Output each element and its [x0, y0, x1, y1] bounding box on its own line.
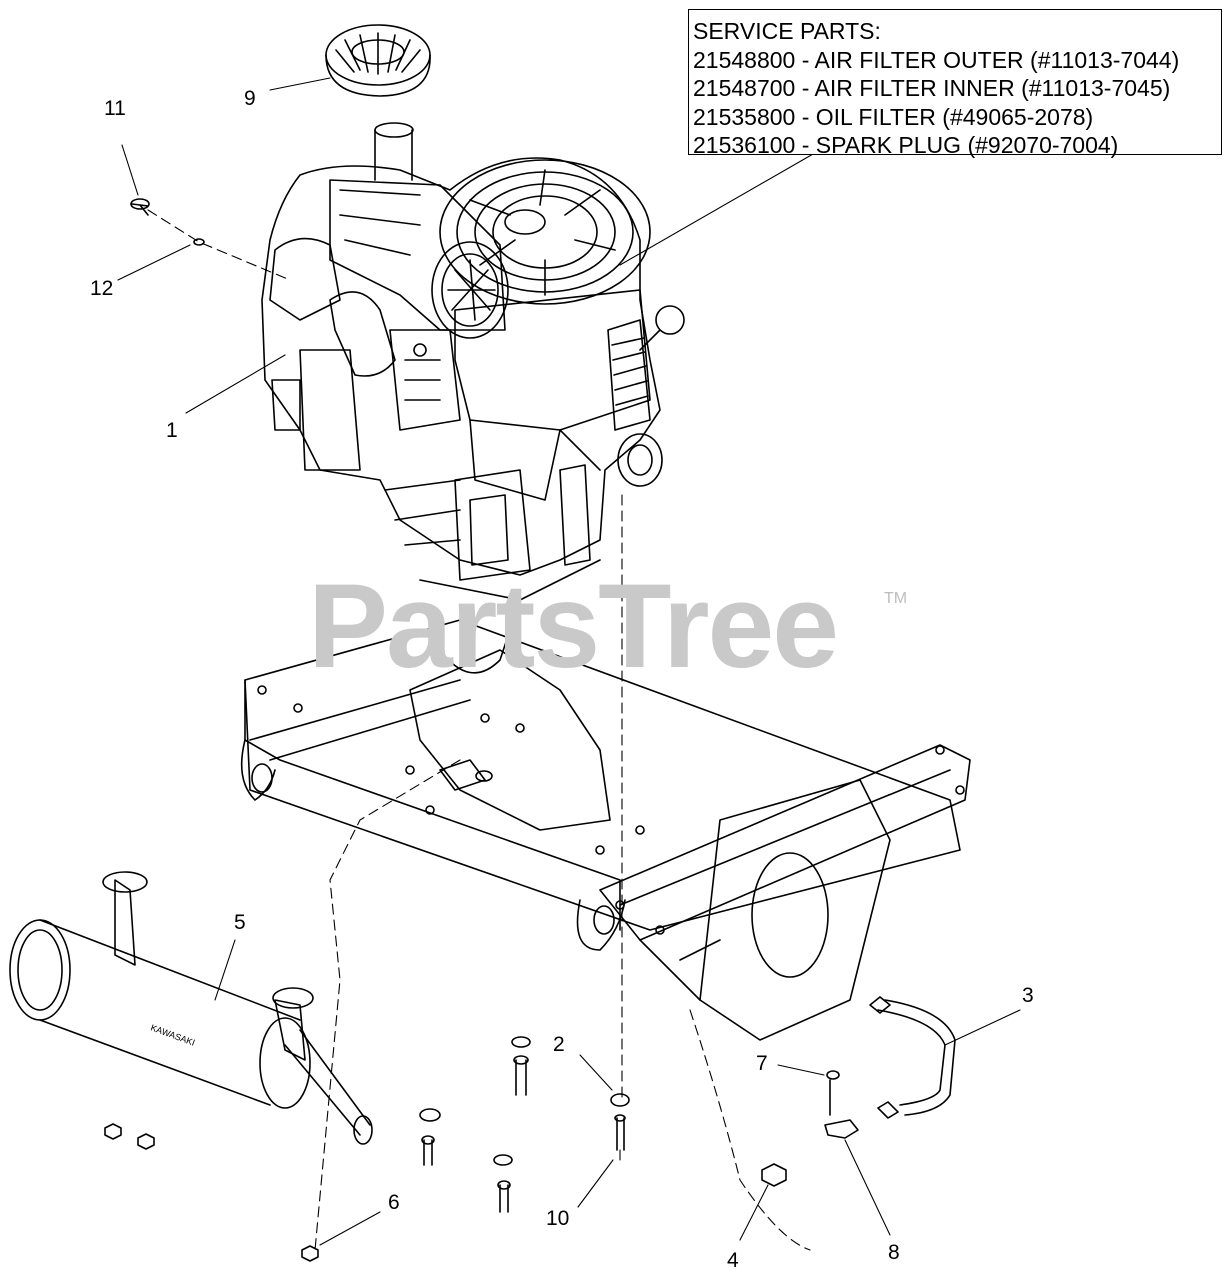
muffler: KAWASAKI [9, 871, 373, 1145]
callout-1: 1 [166, 419, 178, 442]
frame [240, 619, 971, 1041]
engine [261, 24, 685, 674]
flywheel-fan [439, 159, 651, 305]
service-parts-box: SERVICE PARTS: 21548800 - AIR FILTER OUT… [688, 9, 1222, 158]
callout-5: 5 [234, 911, 246, 934]
svg-text:KAWASAKI: KAWASAKI [149, 1022, 196, 1047]
callout-4: 4 [727, 1249, 739, 1272]
assembly-lines [147, 209, 811, 1251]
callout-3: 3 [1022, 984, 1034, 1007]
hardware [104, 198, 956, 1262]
leader-lines [117, 77, 1021, 1246]
callout-7: 7 [756, 1052, 768, 1075]
service-part-line: 21536100 - SPARK PLUG (#92070-7004) [693, 132, 1119, 158]
callout-9: 9 [244, 87, 256, 110]
air-filter-canister [329, 179, 509, 339]
callout-12: 12 [90, 277, 114, 300]
callout-10: 10 [546, 1207, 570, 1230]
service-part-line: 21535800 - OIL FILTER (#49065-2078) [693, 103, 1094, 130]
callout-11: 11 [104, 97, 126, 120]
callout-6: 6 [388, 1191, 400, 1214]
trademark-mark: TM [884, 590, 908, 607]
air-cleaner-cap [325, 24, 431, 97]
callout-2: 2 [553, 1033, 565, 1056]
callout-8: 8 [888, 1241, 900, 1264]
service-part-line: 21548700 - AIR FILTER INNER (#11013-7045… [693, 75, 1171, 101]
service-parts-title: SERVICE PARTS: [693, 18, 881, 44]
service-part-line: 21548800 - AIR FILTER OUTER (#11013-7044… [693, 46, 1180, 73]
